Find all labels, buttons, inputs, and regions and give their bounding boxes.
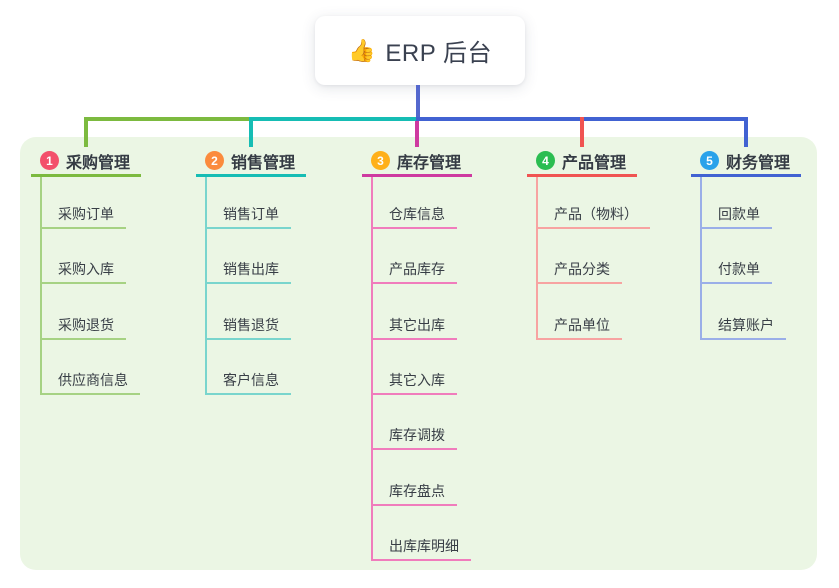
child-node[interactable]: 其它入库 [371,363,457,395]
branch-drop-line [744,117,748,147]
child-node[interactable]: 销售出库 [205,252,291,284]
child-node-label: 其它入库 [389,372,445,388]
child-node[interactable]: 采购订单 [40,197,126,229]
thumbs-up-icon: 👍 [348,37,376,63]
child-node[interactable]: 产品分类 [536,252,622,284]
branch-title-node[interactable]: 4 产品管理 [527,147,637,177]
branch-number-badge: 2 [205,151,224,170]
child-node-label: 仓库信息 [389,206,445,222]
branch-drop-line [415,121,419,147]
branch-title-label: 采购管理 [66,154,131,172]
child-node[interactable]: 销售退货 [205,308,291,340]
child-node[interactable]: 采购入库 [40,252,126,284]
root-node[interactable]: 👍 ERP 后台 [315,16,525,85]
child-node[interactable]: 产品单位 [536,308,622,340]
child-node[interactable]: 客户信息 [205,363,291,395]
branch-spine-line [371,177,373,561]
child-node-label: 采购入库 [58,261,114,277]
branch-title-label: 财务管理 [726,154,791,172]
child-node-label: 其它出库 [389,317,445,333]
branch-title-node[interactable]: 5 财务管理 [691,147,801,177]
child-node[interactable]: 结算账户 [700,308,786,340]
branch-number-badge: 5 [700,151,719,170]
branch-drop-line [580,117,584,147]
branch-number-badge: 1 [40,151,59,170]
branch-number-badge: 4 [536,151,555,170]
child-node-label: 销售退货 [223,317,279,333]
branch-spine-line [536,177,538,340]
child-node-label: 结算账户 [718,317,774,333]
branch-title-label: 库存管理 [397,154,462,172]
child-node-label: 产品分类 [554,261,610,277]
branch-drop-line [84,117,88,147]
child-node[interactable]: 库存盘点 [371,474,457,506]
child-node[interactable]: 库存调拨 [371,418,457,450]
root-connector-line [416,85,420,121]
branch-drop-line [249,117,253,147]
child-node-label: 出库库明细 [389,538,459,554]
branch-number-badge: 3 [371,151,390,170]
child-node-label: 库存盘点 [389,483,445,499]
branch-spine-line [700,177,702,340]
child-node[interactable]: 出库库明细 [371,529,471,561]
branch-spine-line [40,177,42,395]
child-node-label: 回款单 [718,206,760,222]
branch-title-label: 产品管理 [562,154,627,172]
child-node[interactable]: 仓库信息 [371,197,457,229]
child-node[interactable]: 其它出库 [371,308,457,340]
child-node-label: 产品单位 [554,317,610,333]
connector-bar-segment [251,117,416,121]
connector-bar-segment [84,117,251,121]
branch-spine-line [205,177,207,395]
child-node-label: 采购订单 [58,206,114,222]
child-node[interactable]: 供应商信息 [40,363,140,395]
child-node-label: 付款单 [718,261,760,277]
child-node[interactable]: 产品（物料） [536,197,650,229]
branch-title-node[interactable]: 2 销售管理 [196,147,306,177]
child-node[interactable]: 付款单 [700,252,772,284]
root-node-label: ERP 后台 [385,40,492,67]
branch-title-node[interactable]: 3 库存管理 [362,147,472,177]
child-node-label: 采购退货 [58,317,114,333]
child-node-label: 客户信息 [223,372,279,388]
child-node[interactable]: 采购退货 [40,308,126,340]
child-node-label: 销售订单 [223,206,279,222]
child-node-label: 销售出库 [223,261,279,277]
branch-title-node[interactable]: 1 采购管理 [31,147,141,177]
child-node-label: 供应商信息 [58,372,128,388]
child-node[interactable]: 销售订单 [205,197,291,229]
branches-panel [20,137,817,570]
branch-title-label: 销售管理 [231,154,296,172]
child-node-label: 产品库存 [389,261,445,277]
child-node-label: 库存调拨 [389,427,445,443]
child-node[interactable]: 产品库存 [371,252,457,284]
child-node-label: 产品（物料） [554,206,638,222]
child-node[interactable]: 回款单 [700,197,772,229]
